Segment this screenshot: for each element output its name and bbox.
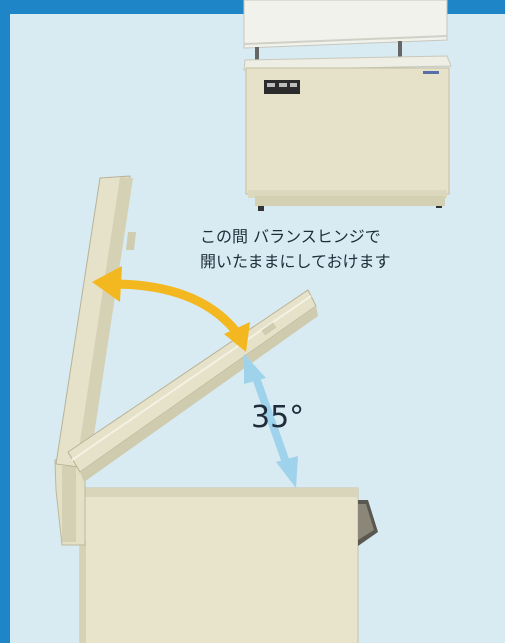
caption-line-2: 開いたままにしておけます [200, 252, 391, 271]
angle-label: 35° [251, 400, 305, 435]
lid-at-35-degrees [67, 289, 318, 482]
hinge [54, 457, 86, 546]
curved-double-arrow-icon [92, 266, 250, 352]
caption-line-1: この間 バランスヒンジで [200, 227, 381, 246]
vertical-double-arrow-icon [244, 354, 298, 488]
small-freezer-photo [243, 0, 452, 211]
hinge-caption: この間 バランスヒンジで 開いたままにしておけます [200, 224, 490, 274]
large-freezer-body [79, 487, 378, 643]
